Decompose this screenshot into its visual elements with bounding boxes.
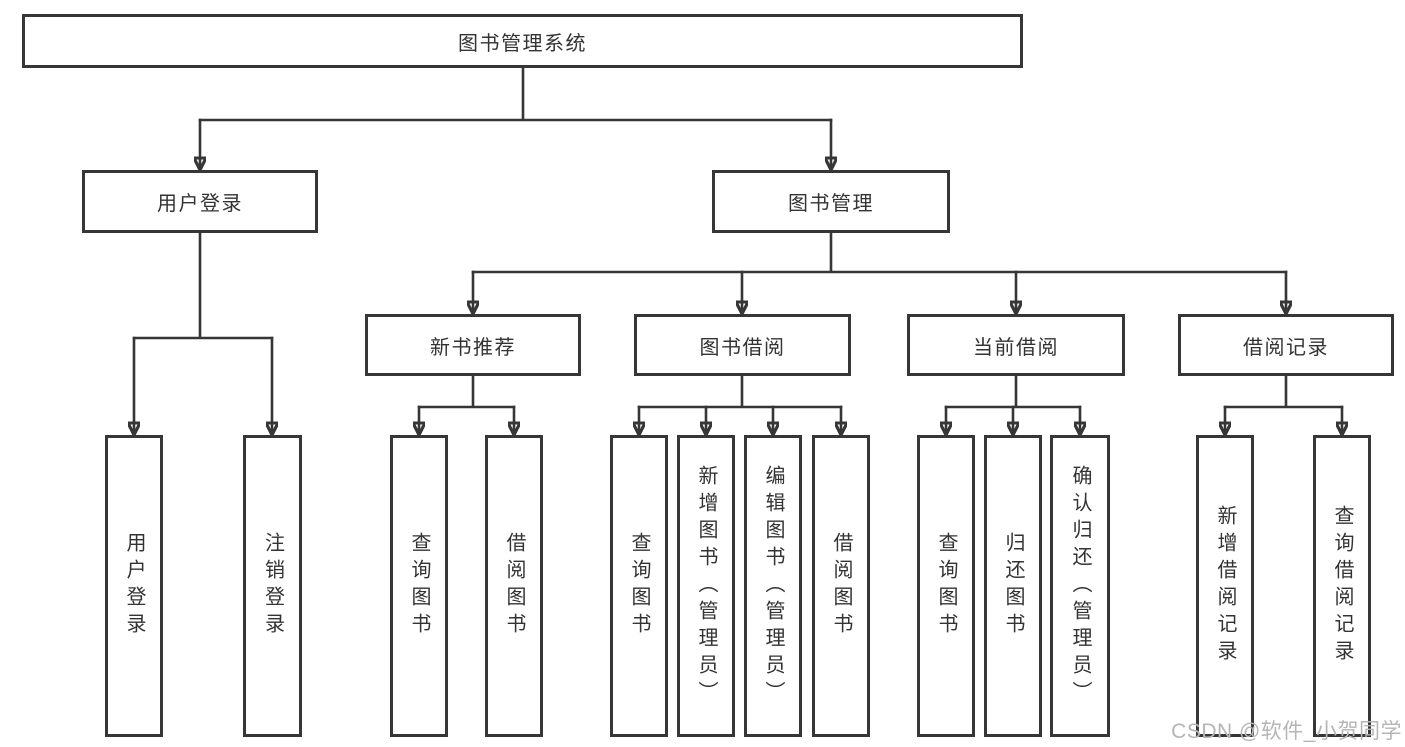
- csdn-watermark: CSDN @软件_小贺同学: [1171, 720, 1402, 743]
- leaf-query-books-3: 查询图书: [917, 435, 975, 737]
- node-new-book-recommend: 新书推荐: [365, 314, 581, 376]
- node-label: 查询图书: [935, 532, 957, 640]
- edge-book-borrow-trunk: [637, 374, 843, 409]
- node-label: 新书推荐: [430, 336, 516, 359]
- node-label: 用户登录: [157, 193, 243, 215]
- node-label: 确认归还（管理员）: [1069, 464, 1091, 708]
- edge-user-login-trunk: [132, 231, 274, 340]
- node-library-management-system: 图书管理系统: [22, 14, 1023, 68]
- node-label: 图书借阅: [699, 336, 786, 359]
- leaf-add-book-admin: 新增图书（管理员）: [677, 435, 735, 737]
- leaf-query-borrow-record: 查询借阅记录: [1313, 435, 1371, 737]
- node-label: 用户登录: [123, 532, 145, 640]
- leaf-borrow-books-2: 借阅图书: [812, 435, 870, 737]
- node-borrow-records: 借阅记录: [1178, 314, 1394, 376]
- edge-current-borrow-trunk: [944, 374, 1082, 409]
- node-label: 新增图书（管理员）: [695, 464, 717, 708]
- leaf-add-borrow-record: 新增借阅记录: [1196, 435, 1254, 737]
- node-label: 编辑图书（管理员）: [762, 464, 784, 708]
- leaf-return-book: 归还图书: [984, 435, 1042, 737]
- node-label: 当前借阅: [973, 336, 1059, 359]
- node-current-borrow: 当前借阅: [907, 314, 1125, 376]
- node-label: 借阅图书: [503, 532, 525, 640]
- leaf-edit-book-admin: 编辑图书（管理员）: [744, 435, 802, 737]
- node-label: 归还图书: [1002, 532, 1024, 640]
- node-label: 图书管理系统: [458, 32, 587, 55]
- edge-new-book-recommend-trunk: [417, 374, 516, 409]
- leaf-query-books-2: 查询图书: [610, 435, 668, 737]
- node-label: 注销登录: [261, 532, 284, 640]
- leaf-query-books-1: 查询图书: [390, 435, 448, 737]
- leaf-logout: 注销登录: [243, 435, 302, 737]
- edge-book-management-trunk: [471, 231, 1288, 274]
- node-label: 借阅记录: [1243, 336, 1329, 359]
- node-label: 查询图书: [628, 532, 650, 640]
- node-label: 借阅图书: [830, 532, 852, 640]
- node-book-management: 图书管理: [712, 170, 950, 233]
- node-label: 查询图书: [408, 532, 430, 640]
- leaf-confirm-return-admin: 确认归还（管理员）: [1050, 435, 1110, 737]
- node-user-login: 用户登录: [82, 170, 318, 233]
- node-label: 查询借阅记录: [1331, 505, 1353, 667]
- node-label: 新增借阅记录: [1214, 505, 1236, 667]
- edge-root-trunk: [198, 66, 833, 122]
- leaf-borrow-books-1: 借阅图书: [485, 435, 543, 737]
- node-book-borrow: 图书借阅: [634, 314, 851, 376]
- edge-borrow-records-trunk: [1223, 374, 1344, 409]
- leaf-user-login: 用户登录: [105, 435, 163, 737]
- node-label: 图书管理: [788, 193, 874, 215]
